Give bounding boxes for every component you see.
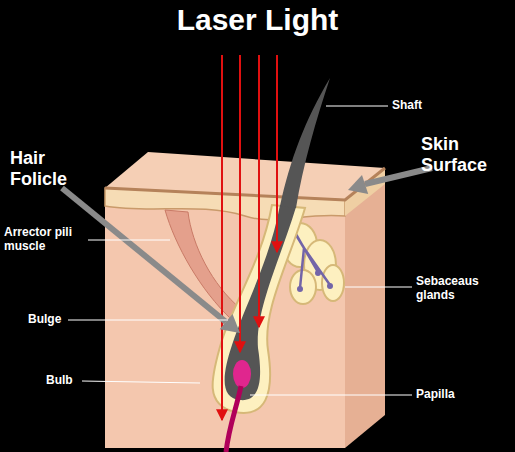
leader-line xyxy=(326,106,388,107)
papilla xyxy=(233,360,251,388)
epidermis-side xyxy=(345,168,385,216)
skin-surface-line xyxy=(105,168,385,200)
laser-ray xyxy=(258,55,260,327)
hair-root xyxy=(225,205,296,400)
leader-line xyxy=(88,240,170,241)
duct-end xyxy=(327,283,333,289)
part-label: Papilla xyxy=(416,388,506,402)
pointer-label: Skin Surface xyxy=(421,134,506,175)
pointer-arrowhead xyxy=(348,175,368,194)
pointer-label: Hair Folicle xyxy=(10,148,90,189)
laser-ray xyxy=(276,55,278,252)
laser-ray xyxy=(239,55,241,352)
skin-side-face xyxy=(345,168,385,448)
part-label: Shaft xyxy=(392,99,492,113)
leader-line xyxy=(82,381,200,383)
pointer-arrow xyxy=(62,188,226,322)
pointer-arrowhead xyxy=(220,314,240,333)
blood-vessel xyxy=(226,386,241,452)
laser-ray xyxy=(221,55,223,420)
hair-shaft xyxy=(280,78,330,208)
duct-end xyxy=(315,270,321,276)
gland-lobe xyxy=(322,265,344,301)
leader-line xyxy=(250,395,412,396)
part-label: Bulb xyxy=(46,374,106,388)
leader-line xyxy=(68,320,228,321)
part-label: Bulge xyxy=(28,313,88,327)
duct-end xyxy=(297,286,303,292)
part-label: Sebaceaus glands xyxy=(416,275,494,303)
diagram-title: Laser Light xyxy=(0,2,515,38)
gland-lobe xyxy=(290,270,316,304)
leader-line xyxy=(345,287,412,288)
part-label: Arrector pili muscle xyxy=(4,226,90,254)
